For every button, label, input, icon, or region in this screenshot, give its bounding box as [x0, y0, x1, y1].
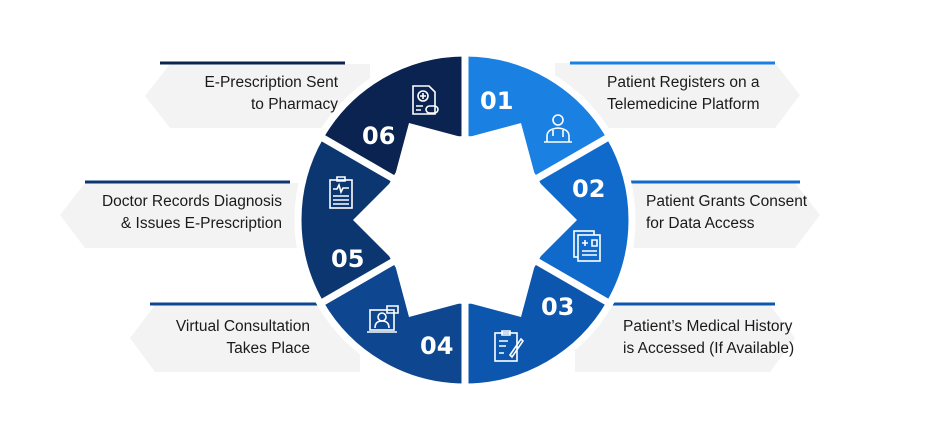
step-01-line-2: Telemedicine Platform: [607, 96, 760, 113]
step-01-line-1: Patient Registers on a: [607, 74, 760, 91]
step-04-line-1: Virtual Consultation: [175, 318, 310, 335]
step-03-label: Patient’s Medical History is Accessed (If…: [623, 316, 794, 360]
step-05-number: 05: [331, 245, 365, 273]
step-02-label: Patient Grants Consent for Data Access: [646, 191, 807, 235]
step-02-line-2: for Data Access: [646, 215, 755, 232]
video-call-icon: [367, 305, 399, 333]
step-05-line-1: Doctor Records Diagnosis: [101, 193, 282, 210]
step-05-line-2: & Issues E-Prescription: [120, 215, 282, 232]
center-circle: [381, 136, 549, 304]
step-05-label-box: [60, 180, 310, 248]
step-03-line-1: Patient’s Medical History: [623, 318, 793, 335]
step-01-number: 01: [480, 87, 514, 115]
step-02-label-box: [600, 180, 820, 248]
step-01-label-box: [555, 61, 800, 128]
clipboard-pen-icon: [494, 330, 525, 362]
step-04-line-2: Takes Place: [226, 340, 310, 357]
step-04-number: 04: [420, 332, 454, 360]
medical-records-icon: [573, 230, 601, 262]
medical-chart-icon: [329, 176, 353, 209]
step-06-label: E-Prescription Sent to Pharmacy: [204, 72, 338, 116]
step-01-label: Patient Registers on a Telemedicine Platf…: [607, 72, 760, 116]
step-02-line-1: Patient Grants Consent: [646, 193, 808, 210]
step-03-line-2: is Accessed (If Available): [623, 340, 795, 357]
step-06-number: 06: [362, 122, 396, 150]
step-06-line-1: E-Prescription Sent: [204, 74, 338, 91]
step-02-number: 02: [572, 175, 606, 203]
step-03-number: 03: [541, 293, 575, 321]
step-03-label-box: [575, 302, 795, 372]
step-06-label-box: [145, 61, 370, 128]
prescription-icon: [412, 85, 439, 115]
step-06-line-2: to Pharmacy: [250, 96, 338, 113]
doctor-icon: [544, 114, 572, 143]
step-05-label: Doctor Records Diagnosis & Issues E-Presc…: [102, 191, 282, 235]
step-04-label-box: [130, 302, 360, 372]
